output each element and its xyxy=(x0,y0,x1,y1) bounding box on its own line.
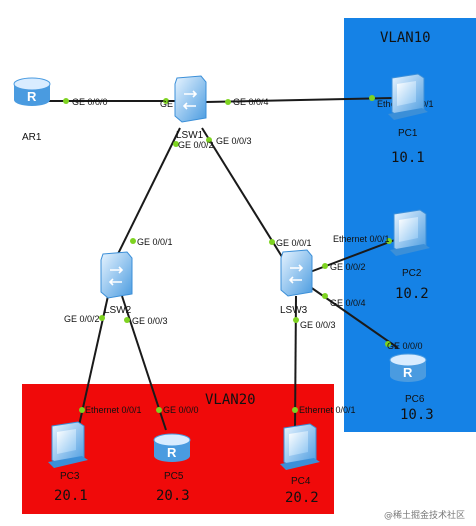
port-dot xyxy=(156,407,162,413)
port-label-pc6-lsw3: GE 0/0/0 xyxy=(387,341,423,351)
port-dot xyxy=(269,239,275,245)
lsw2-switch[interactable] xyxy=(100,251,133,299)
lsw1-label: LSW1 xyxy=(176,130,204,141)
port-labels: GE 0/0/0 GE 0/0/1 GE 0/0/4 Ethernet 0/0/… xyxy=(64,97,434,415)
port-label-pc4-lsw3: Ethernet 0/0/1 xyxy=(299,405,356,415)
port-dot xyxy=(163,98,169,104)
pc3-label: PC3 xyxy=(60,471,80,482)
switch-icon xyxy=(174,75,207,123)
port-label-pc3-lsw2: Ethernet 0/0/1 xyxy=(85,405,142,415)
pc1-ip: 10.1 xyxy=(391,150,425,166)
ar1-router[interactable]: R xyxy=(13,77,51,106)
port-dot xyxy=(99,315,105,321)
port-dots xyxy=(63,95,392,413)
port-dot xyxy=(386,238,392,244)
pc2-ip: 10.2 xyxy=(395,286,429,302)
pc4[interactable] xyxy=(280,423,320,470)
port-label-lsw2-pc5: GE 0/0/3 xyxy=(132,316,168,326)
port-label-pc2-lsw3: Ethernet 0/0/1 xyxy=(333,234,390,244)
port-label-lsw2-lsw1: GE 0/0/1 xyxy=(137,237,173,247)
watermark-text: @稀土掘金技术社区 xyxy=(384,509,465,521)
port-label-lsw1-lsw3: GE 0/0/3 xyxy=(216,136,252,146)
pc6-label: PC6 xyxy=(405,394,425,405)
pc6[interactable]: R xyxy=(389,353,427,382)
link-lsw1-lsw2 xyxy=(113,127,181,263)
port-dot xyxy=(63,98,69,104)
switch-icon xyxy=(100,251,133,299)
lsw1-switch[interactable] xyxy=(174,75,207,123)
port-label-lsw3-lsw1: GE 0/0/1 xyxy=(276,238,312,248)
pc5-label: PC5 xyxy=(164,471,184,482)
port-dot xyxy=(369,95,375,101)
pc1[interactable] xyxy=(388,73,428,120)
pc4-ip: 20.2 xyxy=(285,490,319,506)
port-label-lsw3-pc6: GE 0/0/4 xyxy=(330,298,366,308)
port-dot xyxy=(322,293,328,299)
pc6-ip: 10.3 xyxy=(400,407,434,423)
lsw3-switch[interactable] xyxy=(280,249,313,297)
port-dot xyxy=(322,263,328,269)
switch-icon xyxy=(280,249,313,297)
port-dot xyxy=(225,99,231,105)
port-label-lsw3-pc4: GE 0/0/3 xyxy=(300,320,336,330)
pc-icon xyxy=(390,209,430,256)
svg-text:R: R xyxy=(403,365,413,380)
ar1-label: AR1 xyxy=(22,132,42,143)
pc-icon xyxy=(388,73,428,120)
link-lsw1-pc1 xyxy=(205,97,396,103)
port-dot xyxy=(293,317,299,323)
pc3[interactable] xyxy=(48,421,88,468)
port-dot xyxy=(385,341,391,347)
link-lsw3-pc6 xyxy=(305,283,399,349)
port-dot xyxy=(292,407,298,413)
port-dot xyxy=(173,141,179,147)
svg-text:R: R xyxy=(27,89,37,104)
lsw3-label: LSW3 xyxy=(280,305,308,316)
pc-icon xyxy=(48,421,88,468)
port-dot xyxy=(130,238,136,244)
port-dot xyxy=(206,137,212,143)
port-label-lsw1-lsw2: GE 0/0/2 xyxy=(178,140,214,150)
pc5-ip: 20.3 xyxy=(156,488,190,504)
pc1-label: PC1 xyxy=(398,128,418,139)
vlan10-label: VLAN10 xyxy=(380,30,431,46)
pc2-label: PC2 xyxy=(402,268,422,279)
pc5[interactable]: R xyxy=(153,433,191,462)
lsw2-label: LSW2 xyxy=(104,305,132,316)
port-dot xyxy=(79,407,85,413)
pc3-ip: 20.1 xyxy=(54,488,88,504)
pc2[interactable] xyxy=(390,209,430,256)
port-label-ar1-lsw1: GE 0/0/0 xyxy=(72,97,108,107)
port-label-lsw2-pc3: GE 0/0/2 xyxy=(64,314,100,324)
port-label-lsw1-pc1: GE 0/0/4 xyxy=(233,97,269,107)
pc4-label: PC4 xyxy=(291,476,311,487)
port-label-pc5-lsw2: GE 0/0/0 xyxy=(163,405,199,415)
port-label-lsw3-pc2: GE 0/0/2 xyxy=(330,262,366,272)
pc-icon xyxy=(280,423,320,470)
port-dot xyxy=(124,317,130,323)
svg-text:R: R xyxy=(167,445,177,460)
link-lsw1-lsw3 xyxy=(201,127,285,261)
vlan20-label: VLAN20 xyxy=(205,392,256,408)
